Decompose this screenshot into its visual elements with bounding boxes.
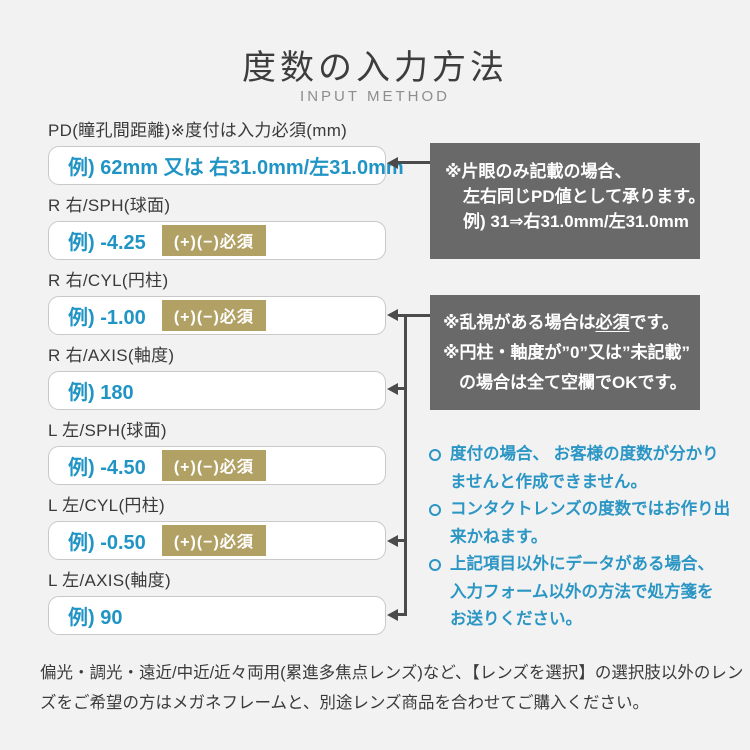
example-value: 例) -4.25 xyxy=(68,232,146,254)
connector-vertical-line xyxy=(404,314,407,615)
list-item-line: 入力フォーム以外の方法で処方箋を xyxy=(450,582,714,601)
example-input-box: 例) -0.50 (+)(−)必須 xyxy=(48,521,386,560)
example-value: 例) -0.50 xyxy=(68,532,146,554)
list-item-text: 上記項目以外にデータがある場合、 入力フォーム以外の方法で処方箋を お送りくださ… xyxy=(450,551,714,634)
circle-bullet-icon xyxy=(429,449,441,461)
example-value: 例) 62mm 又は 右31.0mm/左31.0mm xyxy=(68,157,404,179)
cyl-note-line: の場合は全て空欄でOKです。 xyxy=(459,373,687,392)
list-item-line: 度付の場合、 お客様の度数が分かり xyxy=(450,445,719,463)
field-label: R 右/SPH(球面) xyxy=(48,196,171,215)
example-input-box: 例) -1.00 (+)(−)必須 xyxy=(48,296,386,335)
list-item: 度付の場合、 お客様の度数が分かり ませんと作成できません。 xyxy=(429,441,729,496)
example-value: 例) 180 xyxy=(68,382,134,404)
page-subtitle: INPUT METHOD xyxy=(300,88,450,105)
cyl-note-line: ※乱視がある場合は必須です。 xyxy=(443,308,700,338)
example-input-box: 例) 90 xyxy=(48,596,386,635)
cyl-note-arrow-head-icon xyxy=(387,309,398,321)
example-value: 例) -1.00 xyxy=(68,307,146,329)
circle-bullet-icon xyxy=(429,504,441,516)
form-field-row: R 右/SPH(球面) 例) -4.25 (+)(−)必須 xyxy=(48,197,386,260)
required-badge: (+)(−)必須 xyxy=(161,525,266,556)
axis-r-arrow-head-icon xyxy=(387,383,398,395)
pd-note-box: ※片眼のみ記載の場合、 左右同じPD値として承ります。 例) 31⇒右31.0m… xyxy=(430,143,706,259)
pd-note-line: 左右同じPD値として承ります。 xyxy=(463,187,706,206)
pd-arrow-head-icon xyxy=(387,157,398,169)
form-field-row: R 右/CYL(円柱) 例) -1.00 (+)(−)必須 xyxy=(48,272,386,335)
field-label: R 右/CYL(円柱) xyxy=(48,271,169,290)
example-input-box: 例) 180 xyxy=(48,371,386,410)
form-field-row: L 左/AXIS(軸度) 例) 90 xyxy=(48,572,386,635)
axis-r-arrow-line xyxy=(397,387,407,390)
list-item-line: お送りください。 xyxy=(450,610,582,628)
cyl-note-text: です。 xyxy=(629,313,679,332)
cyl-note-text: ※乱視がある場合は xyxy=(443,313,596,332)
example-input-box: 例) -4.50 (+)(−)必須 xyxy=(48,446,386,485)
form-field-row: PD(瞳孔間距離)※度付は入力必須(mm) 例) 62mm 又は 右31.0mm… xyxy=(48,121,404,185)
footer-line: 偏光・調光・遠近/中近/近々両用(累進多焦点レンズ)など、【レンズを選択】の選択… xyxy=(40,664,744,682)
example-value: 例) 90 xyxy=(68,607,123,629)
cyl-note-arrow-line xyxy=(397,314,430,317)
field-label: PD(瞳孔間距離)※度付は入力必須(mm) xyxy=(48,121,348,140)
form-field-row: L 左/CYL(円柱) 例) -0.50 (+)(−)必須 xyxy=(48,497,386,560)
circle-bullet-icon xyxy=(429,559,441,571)
cyl-axis-note-box: ※乱視がある場合は必須です。 ※円柱・軸度が”0”又は”未記載” の場合は全て空… xyxy=(430,295,700,410)
pd-arrow-line xyxy=(397,161,430,164)
required-badge: (+)(−)必須 xyxy=(161,300,266,331)
field-label: L 左/SPH(球面) xyxy=(48,421,167,440)
list-item-text: コンタクトレンズの度数ではお作り出 来かねます。 xyxy=(450,496,730,551)
cyl-l-arrow-line xyxy=(397,539,407,542)
footer-line: ズをご希望の方はメガネフレームと、別途レンズ商品を合わせてご購入ください。 xyxy=(40,694,650,712)
form-field-row: L 左/SPH(球面) 例) -4.50 (+)(−)必須 xyxy=(48,422,386,485)
list-item: コンタクトレンズの度数ではお作り出 来かねます。 xyxy=(429,496,730,551)
cyl-l-arrow-head-icon xyxy=(387,535,398,547)
list-item-text: 度付の場合、 お客様の度数が分かり ませんと作成できません。 xyxy=(450,441,719,496)
required-badge: (+)(−)必須 xyxy=(161,225,266,256)
required-badge: (+)(−)必須 xyxy=(161,450,266,481)
list-item-line: 来かねます。 xyxy=(450,527,548,546)
cyl-note-line: ※円柱・軸度が”0”又は”未記載” xyxy=(443,343,690,362)
axis-l-arrow-head-icon xyxy=(387,609,398,621)
list-item-line: コンタクトレンズの度数ではお作り出 xyxy=(450,500,731,518)
pd-note-line: ※片眼のみ記載の場合、 xyxy=(445,162,632,181)
list-item-line: ませんと作成できません。 xyxy=(450,472,648,491)
notes-list: 度付の場合、 お客様の度数が分かり ませんと作成できません。 コンタクトレンズの… xyxy=(429,441,730,634)
form-field-row: R 右/AXIS(軸度) 例) 180 xyxy=(48,347,386,410)
footer-note: 偏光・調光・遠近/中近/近々両用(累進多焦点レンズ)など、【レンズを選択】の選択… xyxy=(40,658,744,718)
list-item: 上記項目以外にデータがある場合、 入力フォーム以外の方法で処方箋を お送りくださ… xyxy=(429,551,729,634)
example-input-box: 例) 62mm 又は 右31.0mm/左31.0mm xyxy=(48,146,404,185)
field-label: L 左/AXIS(軸度) xyxy=(48,571,171,590)
field-label: L 左/CYL(円柱) xyxy=(48,496,165,515)
cyl-note-underlined-text: 必須 xyxy=(595,313,630,332)
example-input-box: 例) -4.25 (+)(−)必須 xyxy=(48,221,386,260)
example-value: 例) -4.50 xyxy=(68,457,146,479)
list-item-line: 上記項目以外にデータがある場合、 xyxy=(450,555,714,573)
pd-note-line: 例) 31⇒右31.0mm/左31.0mm xyxy=(463,212,689,231)
page-title: 度数の入力方法 xyxy=(242,49,508,87)
field-label: R 右/AXIS(軸度) xyxy=(48,346,175,365)
axis-l-arrow-line xyxy=(397,613,407,616)
